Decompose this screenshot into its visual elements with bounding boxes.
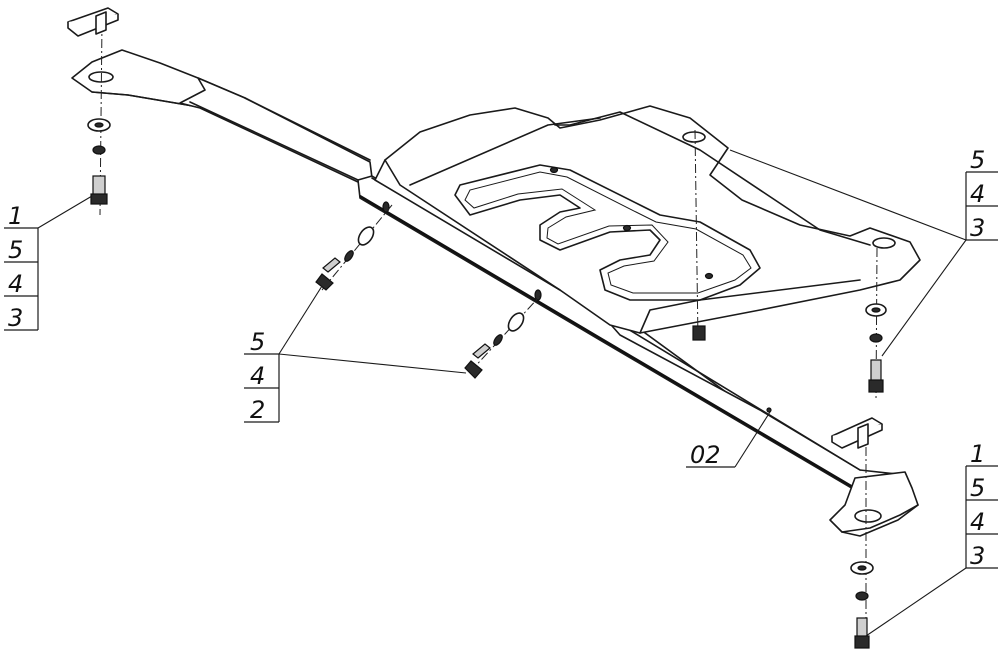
- beam-hole-mid: [534, 289, 542, 301]
- leader-lines: [37, 149, 967, 637]
- callout-center-left-item-1: 5: [250, 328, 265, 356]
- washer-top-right: [865, 303, 887, 317]
- skid-plate: [374, 105, 921, 334]
- lock-washer-top-left: [92, 145, 106, 155]
- callout-top-left-item-2: 5: [8, 236, 23, 264]
- nut-plate-bottom-right: [831, 417, 883, 449]
- washer-top-left: [87, 118, 111, 132]
- callout-bottom-right-item-1: 1: [970, 440, 985, 468]
- lock-washer-center-lower: [493, 334, 503, 346]
- bolt-center-lower: [464, 343, 491, 379]
- callout-bottom-right: 1 5 4 3: [965, 440, 998, 570]
- callout-center-left-item-3: 2: [250, 396, 265, 424]
- callout-center-left-item-2: 4: [250, 362, 265, 390]
- bolt-top-right: [868, 359, 884, 393]
- nut-plate-top-left: [67, 7, 119, 37]
- callout-top-left-item-1: 1: [8, 202, 23, 230]
- bolt-bottom-right: [854, 617, 870, 649]
- washer-center-upper: [357, 226, 375, 246]
- bolt-top-left: [90, 175, 108, 205]
- part-label-text: 02: [690, 441, 721, 469]
- washer-center-lower: [507, 312, 525, 332]
- callout-bottom-right-item-4: 3: [970, 542, 985, 570]
- bolt-plate-center: [692, 325, 706, 341]
- callout-bottom-right-item-2: 5: [970, 474, 985, 502]
- callout-top-right-item-1: 5: [970, 146, 985, 174]
- beam-hole-small: [766, 407, 772, 413]
- callout-top-right-item-2: 4: [970, 180, 985, 208]
- bolt-center-upper: [315, 257, 341, 291]
- lock-washer-bottom-right: [855, 591, 869, 601]
- callout-top-left-item-4: 3: [8, 304, 23, 332]
- callout-top-left: 1 5 4 3: [4, 202, 39, 332]
- lock-washer-center-upper: [344, 250, 354, 262]
- callout-top-right: 5 4 3: [965, 146, 998, 242]
- beam-hole-left: [382, 201, 390, 213]
- callout-top-right-item-3: 3: [970, 214, 985, 242]
- callout-center-left: 5 4 2: [244, 328, 280, 424]
- part-label-02: 02: [686, 441, 735, 469]
- lock-washer-top-right: [869, 333, 883, 343]
- callout-bottom-right-item-3: 4: [970, 508, 985, 536]
- callout-top-left-item-3: 4: [8, 270, 23, 298]
- washer-bottom-right: [850, 561, 874, 575]
